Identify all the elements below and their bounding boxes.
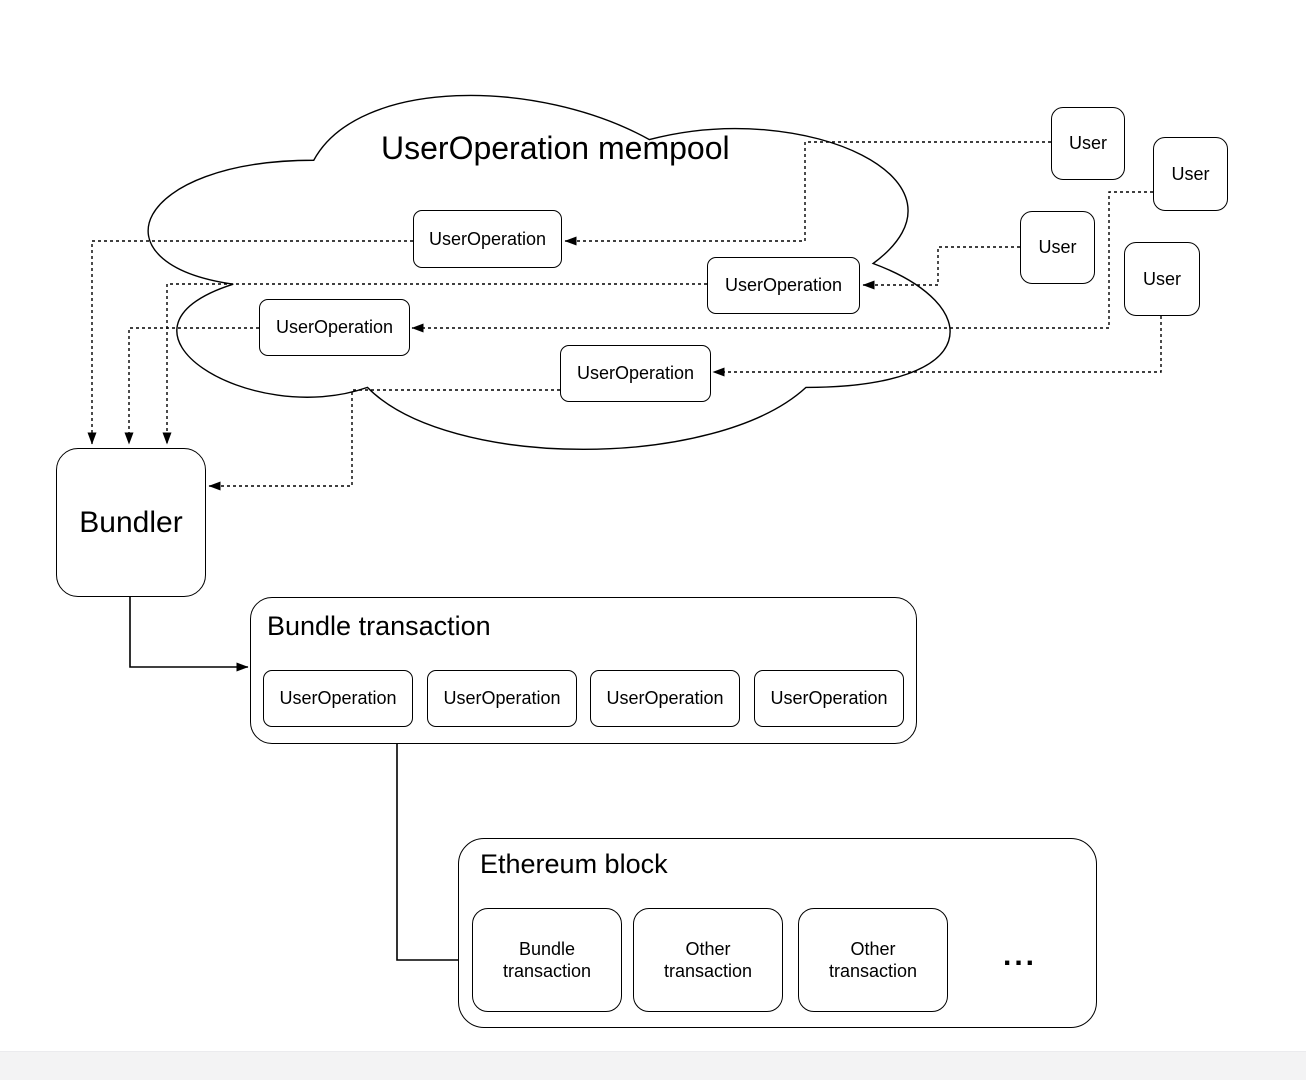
user-label: User [1068,133,1107,153]
user-label: User [1142,268,1181,289]
user-box-3: User [1020,211,1095,284]
other-transaction-box-2: Other transaction [798,908,948,1012]
connector-bundle-transaction-to-ethereum-block [396,744,471,965]
more-transactions-ellipsis: ... [1002,938,1037,972]
userop-box-bundle-2: UserOperation [427,670,577,727]
userop-label: UserOperation [279,688,397,708]
userop-label: UserOperation [428,228,547,249]
user-box-2: User [1153,137,1228,211]
userop-box-mempool-3: UserOperation [259,299,410,356]
bundle-transaction-box: Bundle transaction [472,908,622,1012]
transaction-label: Other transaction [828,938,918,982]
mempool-title: UserOperation mempool [381,130,730,166]
bundler-label: Bundler [79,505,183,539]
userop-label: UserOperation [770,688,888,708]
transaction-label: Other transaction [663,938,753,982]
connector-bundler-to-bundle-transaction [129,597,249,672]
userop-label: UserOperation [606,688,724,708]
connector-userop-a-to-bundler [87,240,413,445]
connector-userop-b-to-bundler [162,283,707,445]
user-label: User [1038,237,1077,257]
bundle-transaction-title: Bundle transaction [267,611,491,641]
userop-box-mempool-1: UserOperation [413,210,562,268]
connector-userop-c-to-bundler [124,327,259,445]
connector-userop-d-to-bundler [208,389,560,491]
other-transaction-box-1: Other transaction [633,908,783,1012]
connector-user2-to-userop-c [411,191,1153,333]
userop-box-bundle-3: UserOperation [590,670,740,727]
user-label: User [1171,163,1210,184]
userop-label: UserOperation [275,317,394,337]
userop-label: UserOperation [576,363,695,383]
userop-box-mempool-2: UserOperation [707,257,860,314]
userop-label: UserOperation [724,275,843,295]
connector-user4-to-userop-d [712,316,1162,377]
user-box-1: User [1051,107,1125,180]
userop-box-mempool-4: UserOperation [560,345,711,402]
footer-strip [0,1051,1306,1080]
transaction-label: Bundle transaction [502,938,592,982]
ethereum-block-title: Ethereum block [480,849,668,879]
userop-label: UserOperation [443,688,561,708]
user-box-4: User [1124,242,1200,316]
connector-user3-to-userop-b [862,246,1020,290]
connector-user1-to-userop-a [564,141,1051,246]
userop-box-bundle-4: UserOperation [754,670,904,727]
userop-box-bundle-1: UserOperation [263,670,413,727]
bundler-box: Bundler [56,448,206,597]
